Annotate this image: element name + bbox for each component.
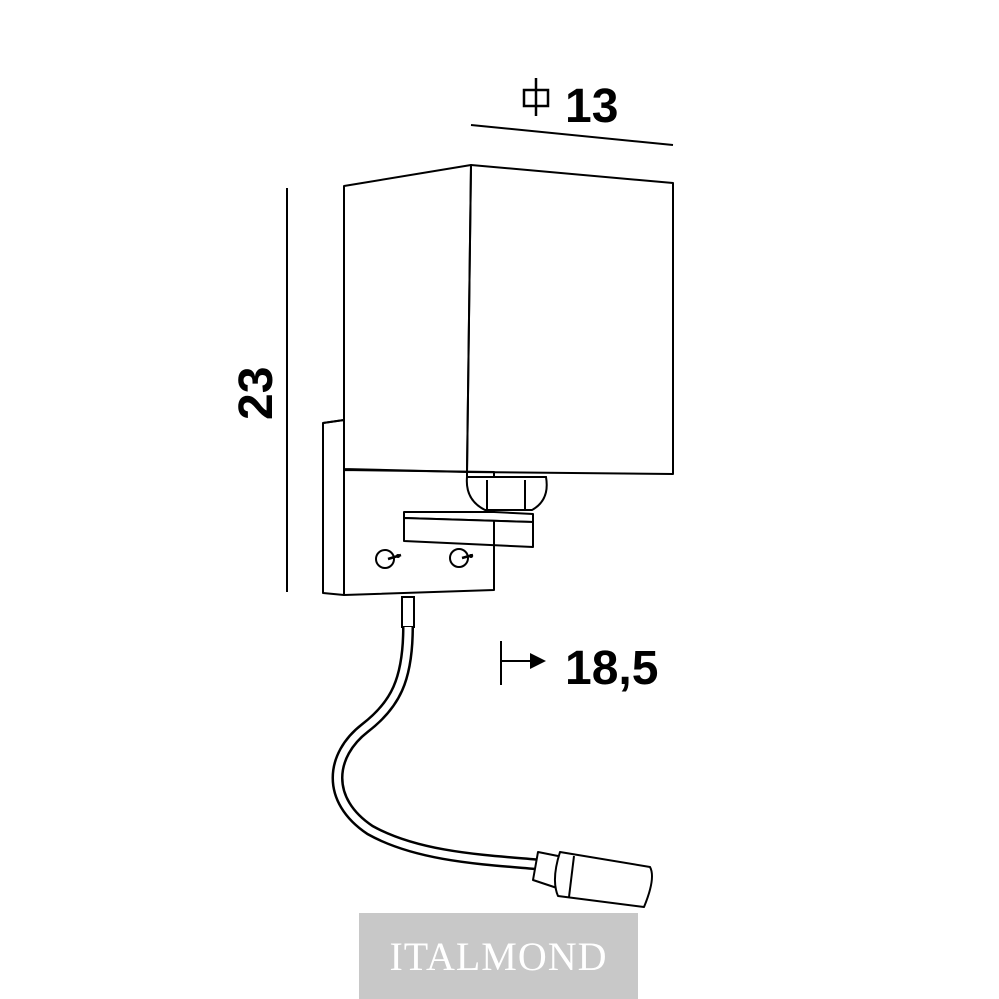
projection-dimension: 18,5 [500,641,658,695]
toggle-switch-icon[interactable] [375,549,402,569]
brand-watermark: ITALMOND [359,913,638,999]
wall-plate-side [322,419,345,596]
shade-left-face [343,164,472,473]
flex-arm-inner-fill [334,626,546,869]
brand-name: ITALMOND [389,933,608,979]
height-value: 23 [230,367,283,420]
spot-cylinder [554,851,653,908]
arm-front [403,517,534,548]
shade-front-face [466,164,674,475]
arrow-right-from-bar-icon [500,641,546,685]
wall-plate [322,419,495,596]
lamp-shade [343,164,674,476]
wall-plate-front [343,469,495,596]
height-dimension: 23 [230,188,288,592]
toggle-switch-icon[interactable] [449,548,474,568]
diameter-value: 13 [565,80,618,133]
lamp-arm [403,511,534,548]
reading-spot-head [532,851,653,908]
diameter-dimension: 13 [470,78,674,146]
diameter-symbol-icon [522,78,550,116]
flexible-reading-arm [331,596,546,871]
projection-value: 18,5 [565,642,658,695]
lamp-socket [465,476,548,511]
socket-bulb [465,476,548,511]
diameter-dimension-line [470,124,674,146]
flex-arm-collar [401,596,415,628]
